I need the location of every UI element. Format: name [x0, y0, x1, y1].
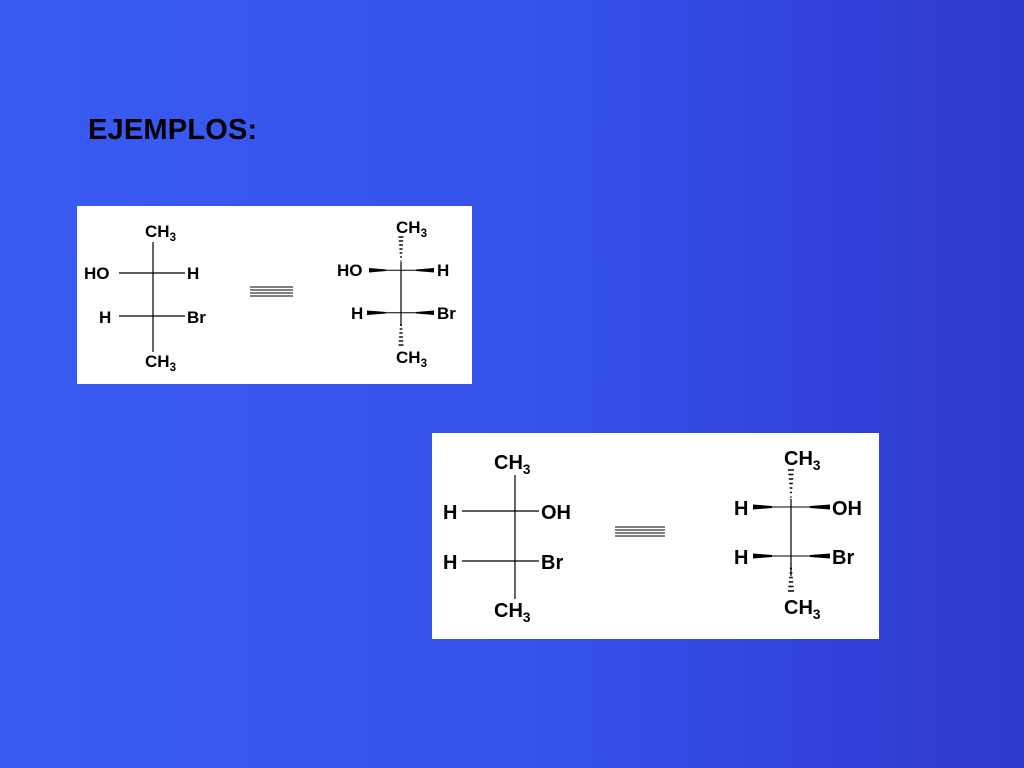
wedge-row1-left: H: [734, 498, 748, 520]
wedge-row1-right: H: [437, 261, 449, 280]
wedge-row1-left: HO: [337, 261, 363, 280]
wedge-bond-row2-right: [416, 310, 434, 315]
wedge-bond-row2-left: [753, 553, 772, 559]
wedge-row2-right: Br: [437, 304, 456, 323]
fischer-top-group: CH3: [145, 222, 176, 244]
wedge-row1-right: OH: [832, 498, 862, 520]
wedge-bond-row1-right: [810, 504, 830, 510]
fischer-row2-right: Br: [541, 552, 563, 574]
example-1-panel: CH3 HO H H Br CH3: [77, 206, 472, 384]
fischer-row1-right: H: [187, 264, 199, 283]
wedge-bond-row2-right: [810, 553, 830, 559]
example-2-diagram: CH3 H OH H Br CH3: [443, 448, 862, 625]
wedge-bond-row2-left: [367, 310, 386, 315]
fischer-row2-left: H: [443, 552, 457, 574]
hashed-bond-bottom: [398, 320, 404, 346]
fischer-bottom-group: CH3: [494, 600, 531, 625]
fischer-row1-left: HO: [84, 264, 110, 283]
wedge-row2-left: H: [351, 304, 363, 323]
fischer-projection-1: CH3 HO H H Br CH3: [84, 222, 206, 374]
slide-title: EJEMPLOS:: [88, 114, 258, 146]
wedge-row2-right: Br: [832, 547, 854, 569]
wedge-bond-row1-right: [416, 268, 434, 273]
wedge-bottom-group: CH3: [396, 348, 427, 370]
fischer-row1-left: H: [443, 502, 457, 524]
wedge-projection-2: CH3 H OH H Br CH3: [734, 448, 862, 622]
wedge-top-group: CH3: [784, 448, 821, 473]
equivalence-sign-1: [250, 286, 293, 297]
equivalence-sign-2: [615, 526, 665, 537]
fischer-row2-right: Br: [187, 308, 206, 327]
wedge-row2-left: H: [734, 547, 748, 569]
wedge-bottom-group: CH3: [784, 597, 821, 622]
fischer-top-group: CH3: [494, 452, 531, 477]
fischer-projection-2: CH3 H OH H Br CH3: [443, 452, 571, 625]
hashed-bond-top: [788, 469, 794, 498]
example-1-diagram: CH3 HO H H Br CH3: [84, 218, 456, 374]
hashed-bond-bottom: [788, 563, 794, 592]
wedge-top-group: CH3: [396, 218, 427, 240]
wedge-projection-1: CH3 HO H H Br CH3: [337, 218, 456, 370]
example-2-panel: CH3 H OH H Br CH3: [432, 433, 879, 639]
fischer-bottom-group: CH3: [145, 352, 176, 374]
wedge-bond-row1-left: [369, 268, 386, 273]
fischer-row1-right: OH: [541, 502, 571, 524]
wedge-bond-row1-left: [753, 504, 772, 510]
fischer-row2-left: H: [99, 308, 111, 327]
hashed-bond-top: [398, 236, 404, 262]
